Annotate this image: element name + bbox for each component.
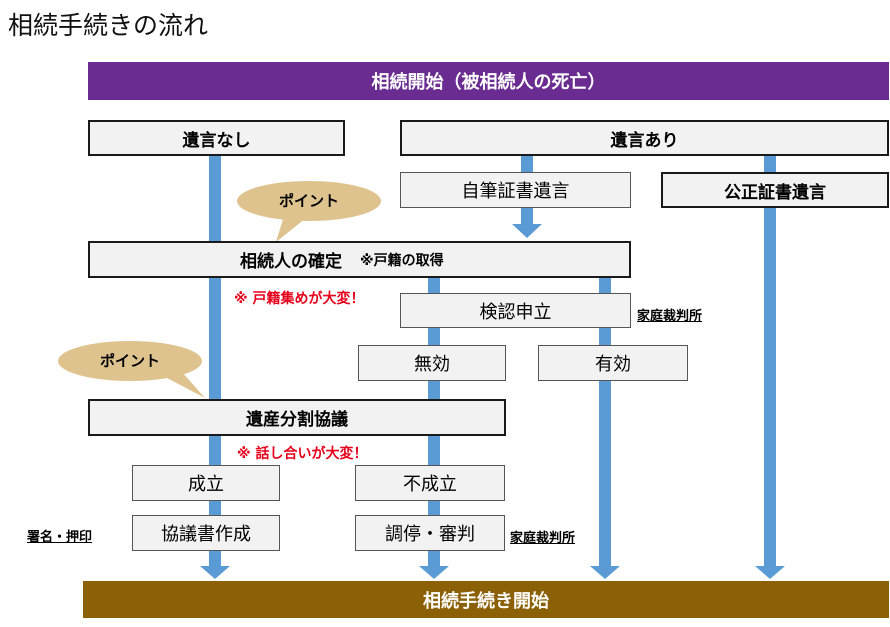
signature-label: 署名・押印 (27, 530, 93, 545)
family-register-warning: ※ 戸籍集めが大変！ (234, 291, 365, 307)
not-agreed-box: 不成立 (355, 465, 505, 501)
family-register-note: ※戸籍の取得 (360, 252, 444, 269)
valid-box: 有効 (538, 345, 688, 381)
family-court-label-2: 家庭裁判所 (510, 531, 576, 546)
family-court-label-1: 家庭裁判所 (637, 309, 703, 324)
point-bubble-2 (58, 341, 205, 398)
arrow-head-valid (590, 566, 620, 579)
arrow-head-notarial (755, 566, 785, 579)
with-will-box: 遺言あり (400, 120, 889, 156)
page-title: 相続手続きの流れ (8, 11, 209, 40)
inheritance-start-bar: 相続開始（被相続人の死亡） (88, 62, 889, 100)
no-will-box: 遺言なし (88, 120, 345, 156)
confirm-heirs-label: 相続人の確定 (240, 252, 342, 272)
agreed-box: 成立 (132, 465, 280, 501)
arrow-head-no-will (200, 566, 230, 579)
arrow-shaft-notarial (764, 156, 776, 566)
arrow-head-holographic (512, 224, 542, 238)
agreement-doc-box: 協議書作成 (132, 515, 280, 551)
probate-box: 検認申立 (400, 293, 631, 328)
confirm-heirs-box: 相続人の確定 ※戸籍の取得 (88, 241, 631, 278)
invalid-box: 無効 (358, 345, 506, 381)
estate-division-box: 遺産分割協議 (88, 399, 506, 436)
arrow-head-invalid (419, 566, 449, 579)
point-bubble-1 (237, 181, 381, 242)
holographic-will-box: 自筆証書遺言 (400, 172, 631, 208)
point-label-1: ポイント (278, 192, 339, 210)
talk-warning: ※ 話し合いが大変！ (237, 446, 368, 462)
mediation-box: 調停・審判 (355, 515, 505, 551)
point-label-2: ポイント (99, 352, 160, 370)
notarial-will-box: 公正証書遺言 (661, 172, 889, 208)
inheritance-procedure-bar: 相続手続き開始 (83, 581, 889, 618)
